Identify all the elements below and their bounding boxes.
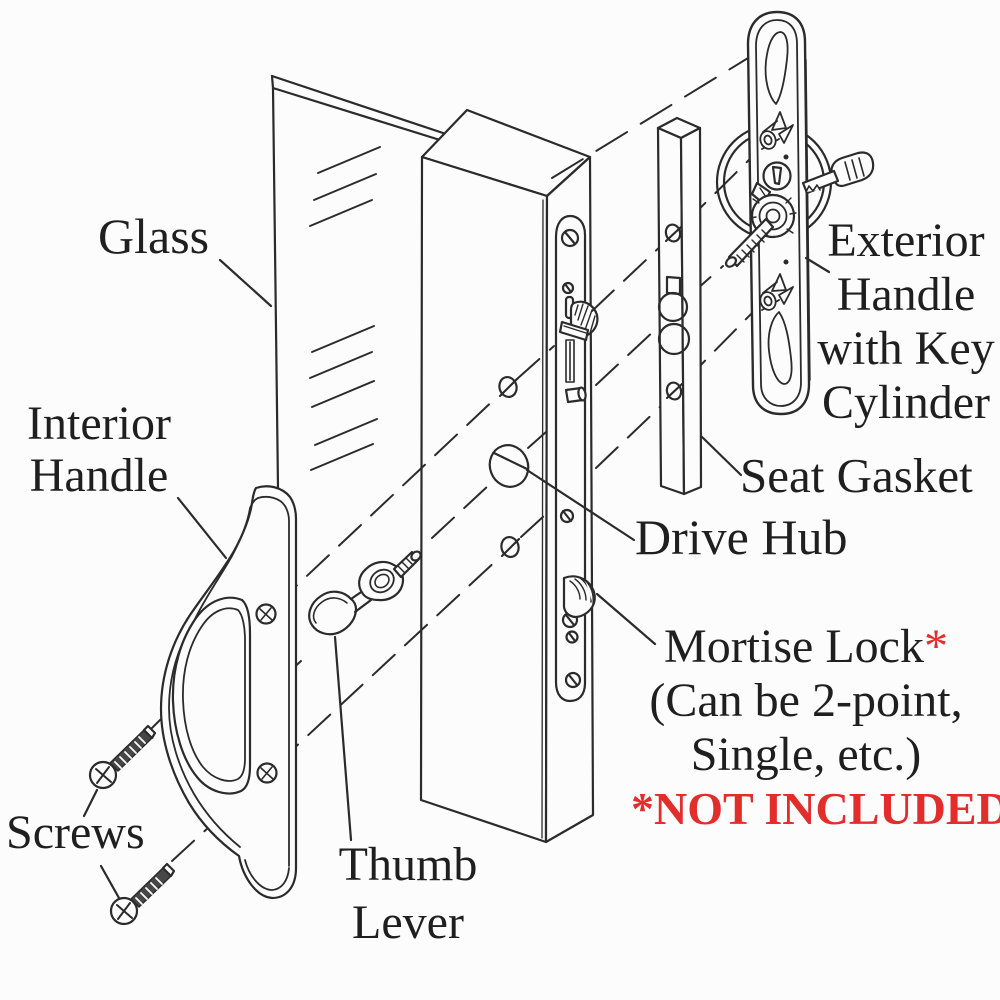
seat-gasket-leader xyxy=(699,434,743,477)
spindle-pin xyxy=(564,386,587,404)
screw-1 xyxy=(88,724,157,790)
key xyxy=(801,151,875,195)
spindle-hub-rosette xyxy=(749,193,797,239)
bottom-mounting-lug xyxy=(759,273,794,311)
interior-handle-label-line1: Interior xyxy=(27,397,171,450)
mortise-lock-leader xyxy=(595,592,657,646)
exterior-handle-label-line3: with Key xyxy=(817,322,995,375)
glass-leader xyxy=(218,258,273,308)
bottom-grip-cutout xyxy=(767,311,793,385)
mortise-lock-faceplate xyxy=(554,214,599,703)
mortise-note-line2: Single, etc.) xyxy=(690,728,922,781)
screw-2 xyxy=(109,862,176,926)
top-mounting-lug xyxy=(759,111,794,150)
interior-handle-label: Interior Handle xyxy=(9,398,189,502)
screws-label: Screws xyxy=(6,806,145,859)
screws xyxy=(88,724,176,926)
lower-hook-bolt xyxy=(562,575,596,618)
square-spindle xyxy=(724,217,775,268)
mortise-lock-text: Mortise Lock xyxy=(664,620,924,673)
not-included-note: *NOT INCLUDED xyxy=(631,783,1000,834)
grip-opening xyxy=(171,596,252,795)
exterior-handle-label-line1: Exterior xyxy=(827,214,985,267)
handle-screw-bosses xyxy=(255,603,278,784)
thumb-lever xyxy=(308,550,422,636)
faceplate-screws xyxy=(559,228,582,689)
interior-handle-leader xyxy=(176,496,228,560)
mortise-note-line1: (Can be 2-point, xyxy=(649,674,963,727)
interior-handle xyxy=(159,485,298,900)
seat-gasket xyxy=(656,116,703,496)
glass-reflection-hatches xyxy=(309,146,381,471)
drive-hub-hole xyxy=(488,444,530,488)
mortise-lock-label: Mortise Lock* (Can be 2-point, Single, e… xyxy=(631,620,1000,836)
thumb-lever-label-line1: Thumb xyxy=(338,838,478,891)
mortise-asterisk: * xyxy=(923,620,948,673)
top-grip-cutout xyxy=(764,31,789,105)
gasket-cutouts xyxy=(657,223,691,401)
upper-hook-bolt xyxy=(558,295,599,342)
thumb-lever-leader xyxy=(333,635,353,842)
exterior-handle-label-line4: Cylinder xyxy=(822,376,990,429)
thumb-lever-label: Thumb Lever xyxy=(322,836,494,952)
drive-hub-label: Drive Hub xyxy=(635,509,848,565)
alignment-dash xyxy=(551,54,754,179)
screws-leader-2 xyxy=(99,864,121,900)
screws-leader-1 xyxy=(82,788,99,818)
drive-hub-leader xyxy=(525,468,636,542)
glass-panel xyxy=(270,74,445,490)
mortise-lock-label-line1: Mortise Lock* xyxy=(631,620,981,674)
interior-handle-label-line2: Handle xyxy=(29,449,169,502)
thumb-lever-label-line2: Lever xyxy=(352,896,464,949)
faceplate-slot xyxy=(565,339,575,383)
glass-label: Glass xyxy=(98,208,210,264)
leader-lines xyxy=(82,256,831,900)
exterior-handle-label-line2: Handle xyxy=(836,268,976,321)
stile-mounting-holes xyxy=(498,375,521,559)
exterior-handle-leader xyxy=(804,256,831,274)
exterior-handle xyxy=(715,10,875,416)
seat-gasket-label: Seat Gasket xyxy=(740,448,973,503)
exterior-handle-label: Exterior Handle with Key Cylinder xyxy=(808,214,1000,430)
